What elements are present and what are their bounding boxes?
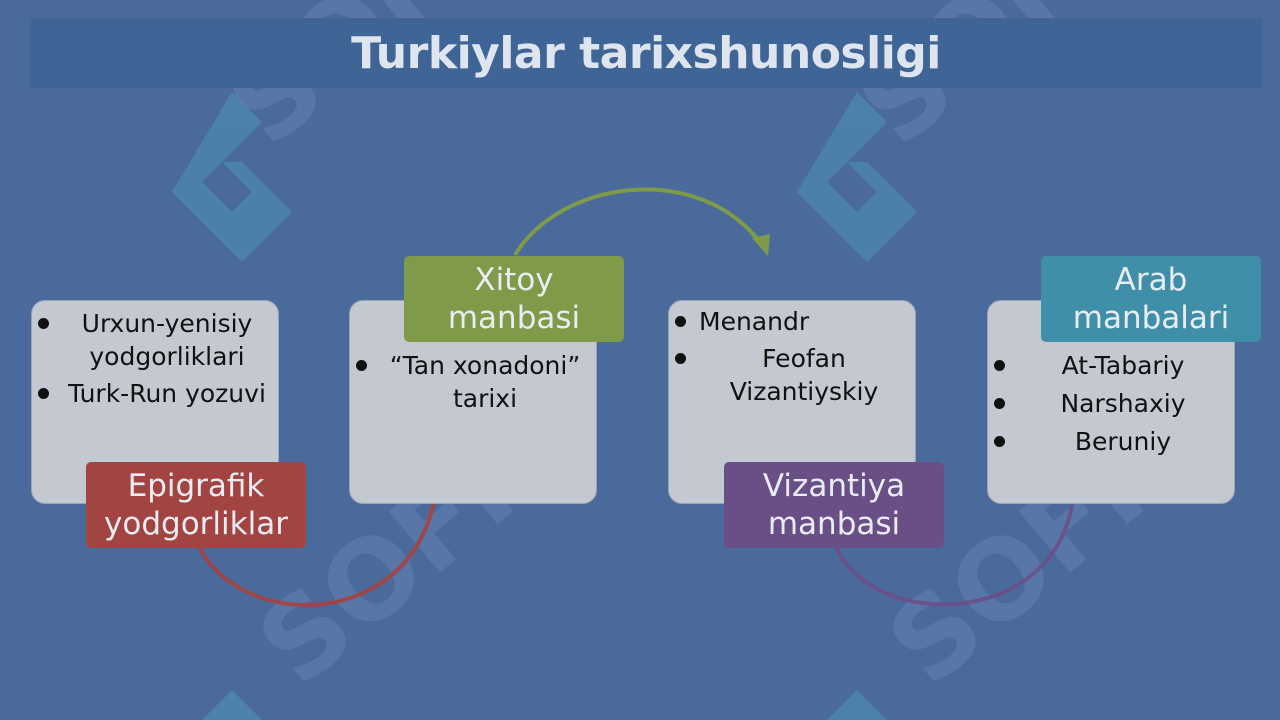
list-item-text: Beruniy	[1074, 427, 1172, 456]
list-item-text: At-Tabariy	[1061, 351, 1185, 380]
label-vizantiya: Vizantiya manbasi	[724, 462, 944, 548]
list-item: “Tan xonadoni” tarixi	[350, 349, 596, 415]
bullet-icon	[994, 436, 1005, 447]
bullet-icon	[994, 398, 1005, 409]
list-item: Beruniy	[988, 425, 1234, 458]
label-text: Xitoy manbasi	[447, 262, 581, 336]
bullet-icon	[994, 360, 1005, 371]
list-item: Urxun-yenisiy yodgorliklari	[32, 307, 278, 373]
bullet-icon	[675, 316, 686, 327]
list-item: Turk-Run yozuvi	[32, 377, 278, 410]
bullet-icon	[38, 318, 49, 329]
label-text: Epigrafik yodgorliklar	[104, 468, 288, 542]
list-item: At-Tabariy	[988, 349, 1234, 382]
arc-vizantiya-to-arab	[833, 504, 1074, 607]
list-item-text: Narshaxiy	[1060, 389, 1186, 418]
list-item: Menandr	[669, 305, 915, 338]
list-item-text: Urxun-yenisiy yodgorliklari	[81, 309, 253, 371]
list-item: Feofan Vizantiyskiy	[669, 342, 915, 408]
label-epigrafik: Epigrafik yodgorliklar	[86, 462, 306, 548]
bullet-icon	[675, 353, 686, 364]
slide-title: Turkiylar tarixshunosligi	[351, 27, 941, 79]
bullet-icon	[356, 360, 367, 371]
list-item-text: “Tan xonadoni” tarixi	[389, 351, 581, 413]
arrow-head-icon	[752, 234, 770, 256]
label-arab: Arab manbalari	[1041, 256, 1261, 342]
label-xitoy: Xitoy manbasi	[404, 256, 624, 342]
label-text: Arab manbalari	[1072, 262, 1230, 336]
arc-xitoy-to-vizantiya	[513, 187, 764, 257]
label-text: Vizantiya manbasi	[762, 468, 906, 542]
list-item: Narshaxiy	[988, 387, 1234, 420]
bullet-icon	[38, 388, 49, 399]
list-item-text: Menandr	[699, 307, 810, 336]
list-item-text: Feofan Vizantiyskiy	[729, 344, 879, 406]
title-bar: Turkiylar tarixshunosligi	[30, 18, 1262, 88]
list-item-text: Turk-Run yozuvi	[68, 379, 266, 408]
